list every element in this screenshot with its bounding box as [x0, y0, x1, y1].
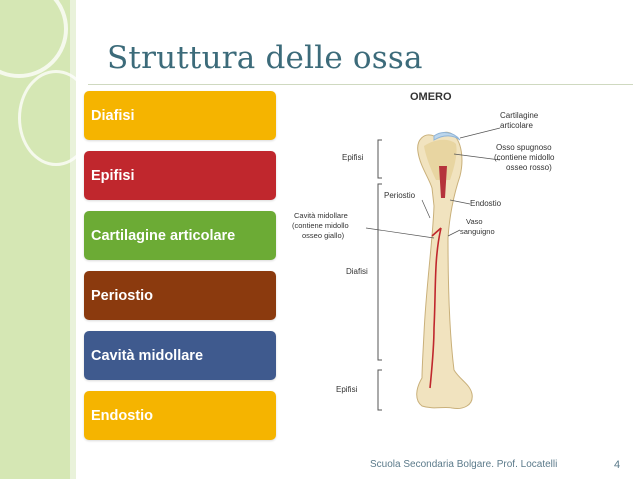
label-cavita-1: Cavità midollare — [294, 211, 348, 220]
list-item-label: Endostio — [91, 407, 154, 424]
label-cavita-3: osseo giallo) — [302, 231, 345, 240]
leader-endostio — [449, 199, 471, 205]
list-item-endostio: Endostio — [84, 391, 276, 440]
articular-cartilage — [433, 132, 461, 141]
diagram-title: OMERO — [410, 91, 452, 103]
leader-periostio — [421, 199, 431, 219]
leader-cartilagine — [459, 127, 501, 139]
list-item-epifisi: Epifisi — [84, 151, 276, 200]
label-diafisi: Diafisi — [346, 267, 368, 276]
list-item-label: Epifisi — [91, 167, 135, 184]
label-epifisi-top: Epifisi — [342, 153, 364, 162]
label-vaso-2: sanguigno — [460, 227, 495, 236]
medullary-cavity — [439, 166, 447, 198]
list-item-cartilagine: Cartilagine articolare — [84, 211, 276, 260]
humerus-diagram: OMERO Cartilagine articolare Osso spugno… — [284, 88, 584, 418]
label-spugnoso-2: (contiene midollo — [494, 153, 555, 162]
leader-cavita — [365, 227, 435, 239]
label-spugnoso-1: Osso spugnoso — [496, 143, 552, 152]
blood-vessel-branch — [431, 227, 442, 237]
left-band-edge — [70, 0, 76, 479]
label-epifisi-bottom: Epifisi — [336, 385, 358, 394]
slide-title: Struttura delle ossa — [107, 40, 423, 76]
blood-vessel — [429, 227, 442, 389]
list-item-periostio: Periostio — [84, 271, 276, 320]
list-item-cavita: Cavità midollare — [84, 331, 276, 380]
decorative-circle-middle — [18, 70, 94, 166]
list-item-label: Periostio — [91, 287, 154, 304]
label-spugnoso-3: osseo rosso) — [506, 163, 552, 172]
spongy-bone — [424, 139, 457, 180]
page-number: 4 — [614, 459, 621, 471]
humerus-bone — [416, 131, 473, 409]
bracket-epifisi-bottom — [377, 369, 382, 411]
bracket-epifisi-top — [377, 139, 382, 179]
label-cartilagine-1: Cartilagine — [500, 111, 539, 120]
footer-credit: Scuola Secondaria Bolgare. Prof. Locatel… — [370, 459, 558, 470]
bracket-diafisi — [377, 183, 382, 361]
label-vaso-1: Vaso — [466, 217, 483, 226]
list-item-label: Cavità midollare — [91, 347, 204, 364]
structure-list: Diafisi Epifisi Cartilagine articolare P… — [84, 91, 276, 451]
humerus-svg: OMERO Cartilagine articolare Osso spugno… — [292, 91, 555, 411]
list-item-label: Diafisi — [91, 107, 135, 124]
list-item-diafisi: Diafisi — [84, 91, 276, 140]
label-endostio: Endostio — [470, 199, 502, 208]
title-divider — [88, 84, 633, 85]
label-cartilagine-2: articolare — [500, 121, 533, 130]
label-cavita-2: (contiene midollo — [292, 221, 349, 230]
leader-spugnoso — [453, 153, 501, 161]
label-periostio: Periostio — [384, 191, 416, 200]
list-item-label: Cartilagine articolare — [91, 227, 236, 244]
leader-vaso — [447, 229, 461, 237]
